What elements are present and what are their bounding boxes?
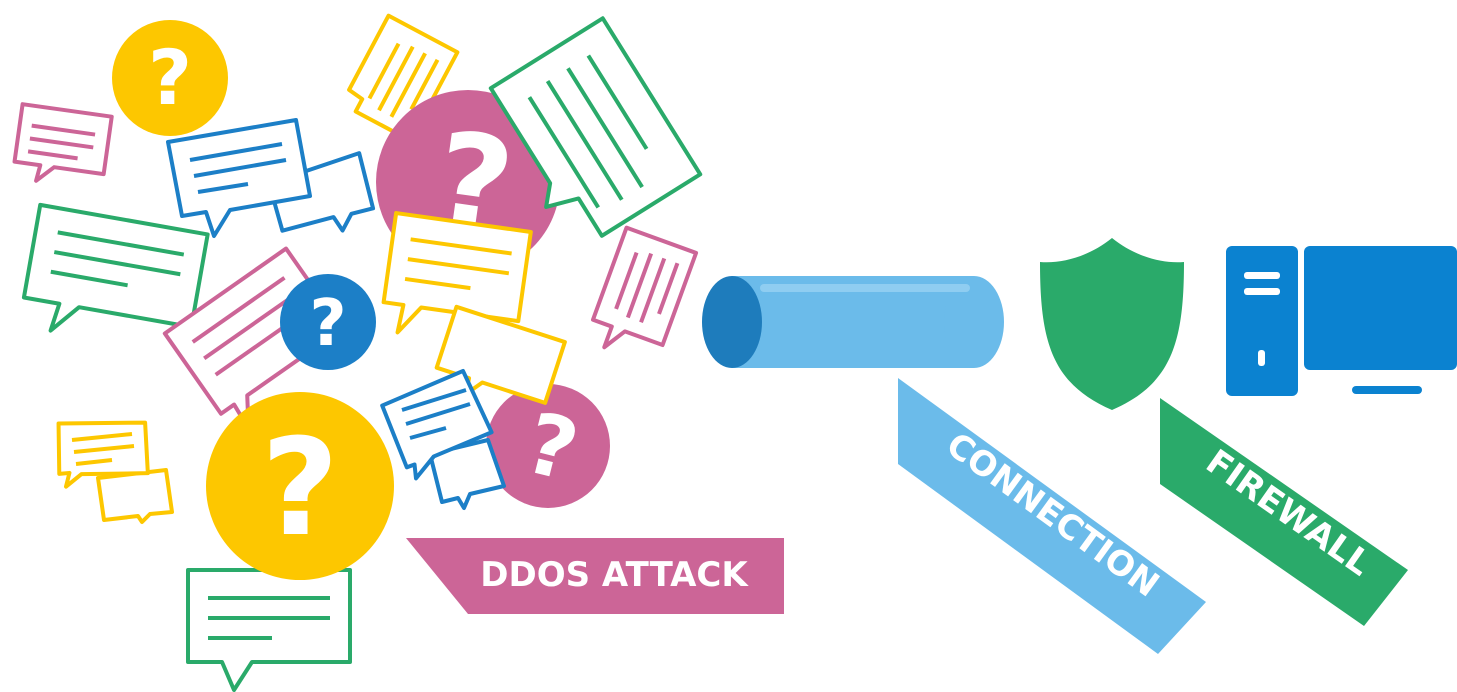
question-bubble-icon: ? [486,384,610,508]
chat-bubble-icon [186,568,352,692]
question-mark-text: ? [261,410,339,566]
question-bubble-icon: ? [280,274,376,370]
chat-bubble-icon [488,16,703,238]
firewall-label: FIREWALL [1160,398,1408,626]
question-mark-text: ? [148,33,192,122]
chat-bubble-icon [381,211,567,405]
chat-bubble-icon [380,368,506,510]
chat-bubble-icon [166,118,376,238]
question-bubble-icon: ? [112,20,228,136]
connection-label: CONNECTION [898,378,1206,654]
chat-bubble-icon [347,13,460,143]
chat-bubble-icon [56,420,174,524]
question-mark-text: ? [309,287,346,361]
ddos-attack-label: DDOS ATTACK [406,538,784,614]
pipe-icon [702,276,1004,368]
chat-bubble-icon [12,102,114,183]
desktop-computer-icon [1226,246,1457,396]
chat-bubble-icon [591,225,699,350]
ddos-attack-text: DDOS ATTACK [480,555,749,595]
attack-cloud [12,13,460,692]
attack-cloud-front [380,16,703,510]
question-bubble-icon: ? [206,392,394,580]
shield-icon [1040,238,1184,410]
chat-bubble-icon [21,202,210,333]
